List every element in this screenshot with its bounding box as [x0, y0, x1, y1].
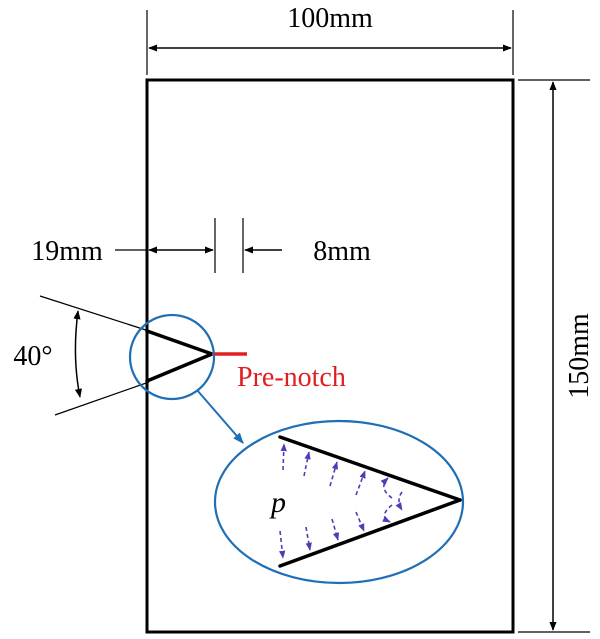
- v-notch: [145, 329, 214, 383]
- height-dimension: 150mm: [518, 79, 595, 633]
- offset-dimension: 19mm 8mm: [31, 218, 371, 273]
- pre-notch-label: Pre-notch: [237, 362, 346, 393]
- pressure-arrows-upper: [280, 443, 366, 496]
- zoomed-notch-ellipse: [213, 419, 465, 585]
- pressure-arrows-tip: [380, 477, 403, 523]
- notch-callout-circle: [128, 313, 216, 401]
- angle-label: 40°: [13, 341, 52, 372]
- width-label: 100mm: [287, 3, 373, 34]
- width-dimension: 100mm: [146, 3, 514, 75]
- pressure-label: p: [269, 486, 286, 519]
- plate-outline: [145, 78, 515, 634]
- notch-depth-label: 8mm: [313, 236, 371, 267]
- pressure-arrows-lower: [279, 511, 365, 559]
- offset-label: 19mm: [31, 236, 103, 267]
- height-label: 150mm: [564, 313, 595, 399]
- angle-dimension: 40°: [13, 295, 150, 416]
- callout-arrow: [196, 389, 244, 444]
- zoomed-v-notch: [278, 435, 462, 568]
